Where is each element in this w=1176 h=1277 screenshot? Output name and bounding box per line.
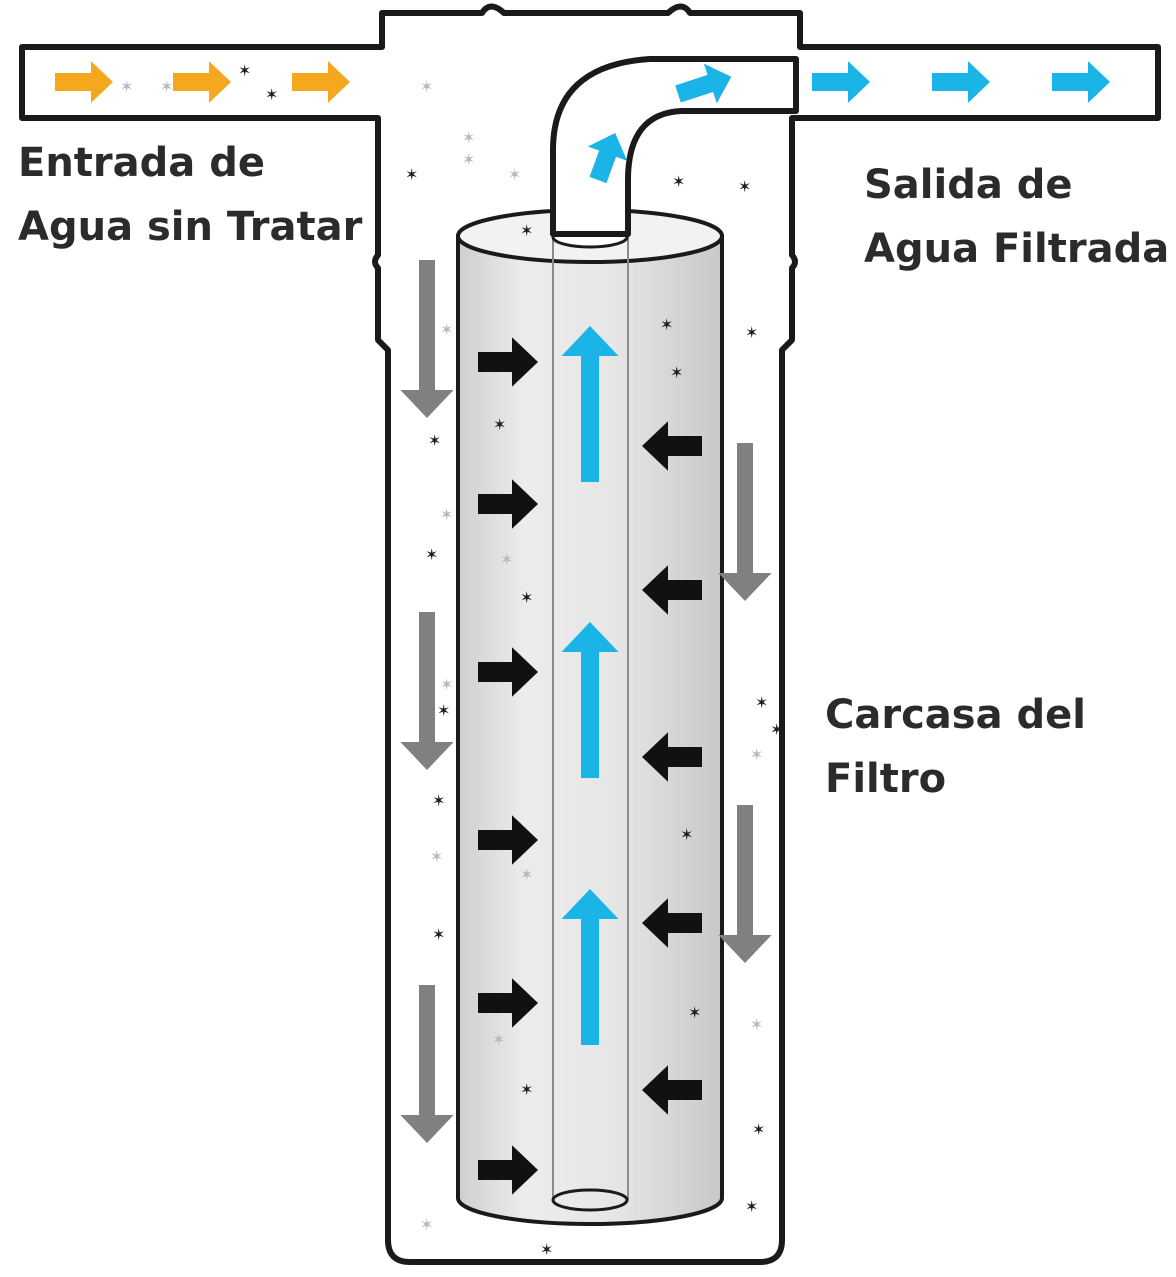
outlet-flow-arrow [812, 61, 870, 103]
radial-in-arrow [642, 565, 702, 615]
particle-icon: ✶ [432, 925, 445, 944]
inlet-label: Entrada de Agua sin Tratar [18, 140, 363, 250]
filtered-up-arrow [561, 622, 619, 778]
particle-icon: ✶ [440, 320, 453, 339]
particle-icon: ✶ [540, 1240, 553, 1259]
particle-icon: ✶ [520, 1080, 533, 1099]
inlet-label-line-2: Agua sin Tratar [18, 204, 363, 250]
radial-in-arrow [478, 337, 538, 387]
particle-icon: ✶ [462, 128, 475, 147]
housing-label: Carcasa del Filtro [825, 692, 1100, 802]
particle-icon: ✶ [405, 165, 418, 184]
particle-icon: ✶ [508, 165, 521, 184]
particle-icon: ✶ [745, 1197, 758, 1216]
particle-icon: ✶ [238, 61, 251, 80]
particle-icon: ✶ [432, 791, 445, 810]
particle-icon: ✶ [672, 172, 685, 191]
particle-icon: ✶ [752, 1120, 765, 1139]
housing-down-arrow [400, 985, 454, 1143]
housing-label-line-1: Carcasa del [825, 692, 1086, 738]
filtered-up-arrow [561, 326, 619, 482]
particle-icon: ✶ [440, 505, 453, 524]
particle-icon: ✶ [420, 77, 433, 96]
outlet-label: Salida de Agua Filtrada [864, 162, 1169, 272]
radial-in-arrow [642, 732, 702, 782]
outlet-flow-arrow [587, 133, 628, 184]
housing-down-arrow [400, 260, 454, 418]
radial-in-arrow [478, 978, 538, 1028]
filtered-up-arrow [561, 889, 619, 1045]
particle-icon: ✶ [520, 865, 533, 884]
outlet-flow-arrow [932, 61, 990, 103]
housing-down-arrow [718, 805, 772, 963]
outlet-elbow-pipe [550, 56, 799, 237]
particle-icon: ✶ [770, 720, 783, 739]
particle-icon: ✶ [660, 315, 673, 334]
radial-in-arrow [478, 815, 538, 865]
particle-icon: ✶ [738, 177, 751, 196]
radial-in-arrow [478, 479, 538, 529]
radial-in-arrow [642, 1065, 702, 1115]
inlet-label-line-1: Entrada de [18, 140, 265, 186]
particle-icon: ✶ [520, 588, 533, 607]
radial-in-arrow [642, 421, 702, 471]
housing-label-line-2: Filtro [825, 756, 946, 802]
particle-icon: ✶ [745, 323, 758, 342]
particle-icon: ✶ [755, 693, 768, 712]
housing-down-arrow [718, 443, 772, 601]
particle-icon: ✶ [428, 431, 441, 450]
particle-icon: ✶ [750, 745, 763, 764]
radial-in-arrow [478, 1145, 538, 1195]
particle-icon: ✶ [680, 825, 693, 844]
flow-arrows [55, 61, 1110, 1195]
outlet-label-line-1: Salida de [864, 162, 1073, 208]
particle-icon: ✶ [462, 150, 475, 169]
particle-icon: ✶ [688, 1003, 701, 1022]
inlet-flow-arrow [173, 61, 231, 103]
particle-icon: ✶ [492, 1030, 505, 1049]
particle-icon: ✶ [493, 415, 506, 434]
particle-icon: ✶ [265, 85, 278, 104]
housing-down-arrow [400, 612, 454, 770]
particle-icon: ✶ [160, 77, 173, 96]
particle-icon: ✶ [120, 77, 133, 96]
radial-in-arrow [642, 898, 702, 948]
particle-icon: ✶ [750, 1015, 763, 1034]
particles: ✶ ✶ ✶ ✶ ✶ ✶ ✶ ✶ ✶ ✶ ✶ ✶ ✶ ✶ ✶ ✶ ✶ ✶ ✶ ✶ ✶ ✶ ✶ ✶ ✶ ✶ ✶ ✶ ✶ ✶ ✶ ✶ ✶ ✶ ✶ ✶ ✶ ✶ ✶ ✶ [120, 61, 783, 1259]
particle-icon: ✶ [500, 550, 513, 569]
particle-icon: ✶ [430, 847, 443, 866]
particle-icon: ✶ [420, 1215, 433, 1234]
outlet-flow-arrow [675, 63, 732, 104]
inlet-flow-arrow [55, 61, 113, 103]
outlet-label-line-2: Agua Filtrada [864, 226, 1169, 272]
particle-icon: ✶ [437, 701, 450, 720]
particle-icon: ✶ [425, 545, 438, 564]
particle-icon: ✶ [520, 221, 533, 240]
particle-icon: ✶ [440, 675, 453, 694]
particle-icon: ✶ [670, 363, 683, 382]
inlet-flow-arrow [292, 61, 350, 103]
outlet-flow-arrow [1052, 61, 1110, 103]
radial-in-arrow [478, 647, 538, 697]
